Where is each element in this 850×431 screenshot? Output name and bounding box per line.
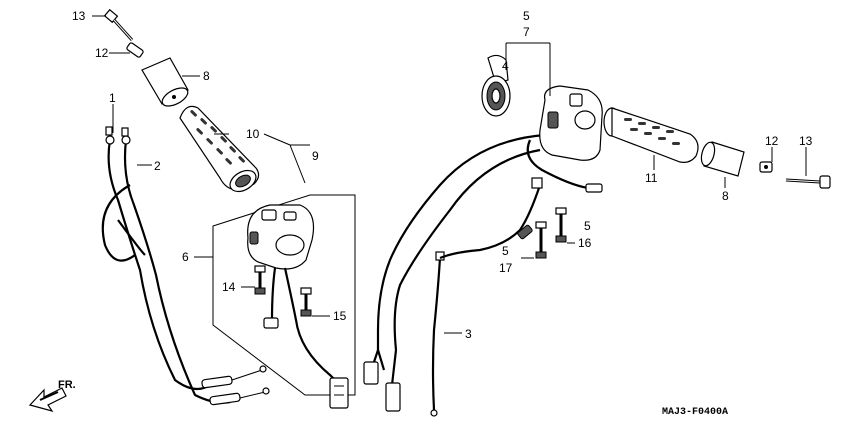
- bolt-13-left: [103, 8, 134, 42]
- grip-10-left: [179, 105, 260, 193]
- callout-17: 17: [499, 261, 513, 275]
- switch-frame-6: [212, 194, 356, 396]
- callout-4: 4: [502, 59, 509, 73]
- callout-2: 2: [154, 159, 161, 173]
- callout-8-right: 8: [722, 189, 729, 203]
- callout-13-right: 13: [799, 134, 813, 148]
- screw-16: [555, 207, 567, 243]
- collar-12-left: [126, 42, 144, 58]
- callout-8-left: 8: [203, 69, 210, 83]
- screw-14: [254, 265, 266, 295]
- right-switch-housing: [526, 85, 603, 193]
- screw-17: [535, 221, 547, 259]
- callout-16: 16: [578, 236, 592, 250]
- left-switch-housing: [247, 204, 349, 409]
- callout-6: 6: [182, 250, 189, 264]
- grip-end-8-right: [700, 141, 745, 177]
- front-direction-arrow: FR.: [28, 379, 76, 413]
- right-switch-harness: [363, 133, 546, 412]
- grip-11-right: [603, 107, 699, 163]
- callout-5-right: 5: [584, 219, 591, 233]
- grip-end-8-left: [141, 57, 189, 107]
- callout-5-mid: 5: [502, 244, 509, 258]
- cable-3: [430, 251, 445, 417]
- collar-12-right: [759, 161, 773, 173]
- callouts: 13 12 8 1 2 10 9 6 14 15 5 7 4 11 12 13 …: [72, 9, 813, 341]
- callout-1: 1: [109, 91, 116, 105]
- throttle-cables: [101, 126, 270, 406]
- callout-10: 10: [246, 127, 260, 141]
- callout-3: 3: [465, 327, 472, 341]
- leader-lines: [92, 15, 807, 334]
- diagram-code: MAJ3-F0400A: [662, 407, 728, 418]
- callout-15: 15: [333, 309, 347, 323]
- callout-7: 7: [523, 25, 530, 39]
- bolt-13-right: [785, 175, 831, 189]
- throttle-pulley-4: [481, 54, 511, 117]
- callout-11: 11: [645, 171, 658, 185]
- callout-14: 14: [222, 280, 236, 294]
- front-label: FR.: [58, 379, 76, 391]
- small-harness: [439, 177, 543, 260]
- callout-9: 9: [312, 149, 319, 163]
- callout-12-right: 12: [765, 134, 779, 148]
- callout-12-left: 12: [95, 46, 109, 60]
- screw-15: [300, 287, 312, 317]
- callout-13-left: 13: [72, 9, 86, 23]
- callout-5-top: 5: [523, 9, 530, 23]
